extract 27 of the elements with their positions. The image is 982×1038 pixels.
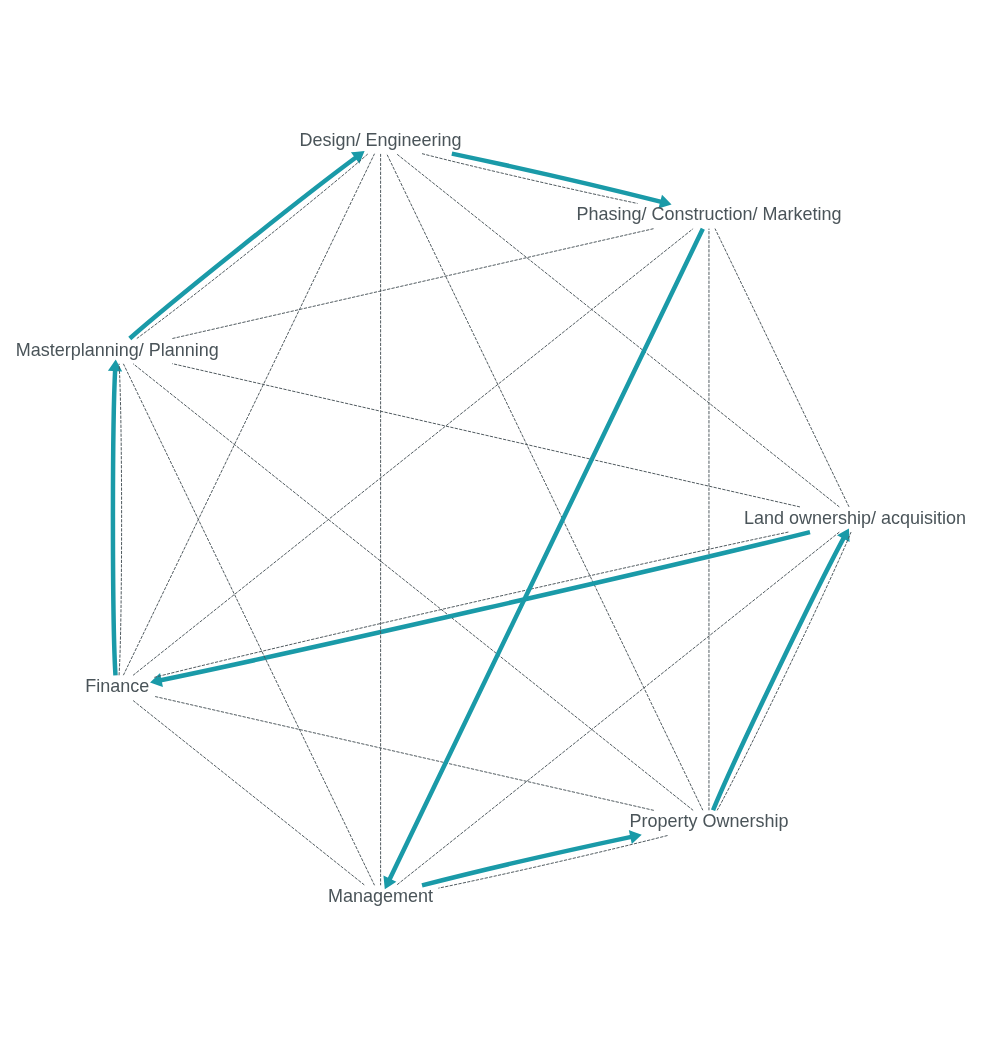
- node-text: Design/ Engineering: [299, 129, 462, 150]
- connector: [380, 152, 382, 886]
- connector: [171, 362, 801, 507]
- connector: [437, 834, 668, 889]
- connector: [171, 227, 655, 339]
- node-text: Masterplanning/ Planning: [15, 339, 219, 360]
- node-text: Management: [328, 885, 434, 906]
- connector: [118, 362, 123, 676]
- arrow: [451, 150, 672, 209]
- node-text: Property Ownership: [629, 810, 789, 831]
- connector: [153, 695, 655, 811]
- arrow: [383, 227, 705, 889]
- node-text: Phasing/ Construction/ Marketing: [576, 203, 842, 224]
- connector: [122, 152, 375, 676]
- connector: [122, 362, 375, 886]
- arrow: [107, 358, 123, 675]
- connector: [395, 531, 840, 886]
- connector: [421, 152, 638, 204]
- connector: [132, 227, 694, 676]
- connector: [132, 699, 366, 886]
- connector: [395, 152, 840, 507]
- node-text: Land ownership/ acquisition: [744, 507, 967, 528]
- arrow: [421, 829, 642, 888]
- node-text: Finance: [85, 675, 150, 696]
- connector: [132, 362, 694, 811]
- connector: [714, 227, 850, 507]
- connector: [386, 152, 704, 811]
